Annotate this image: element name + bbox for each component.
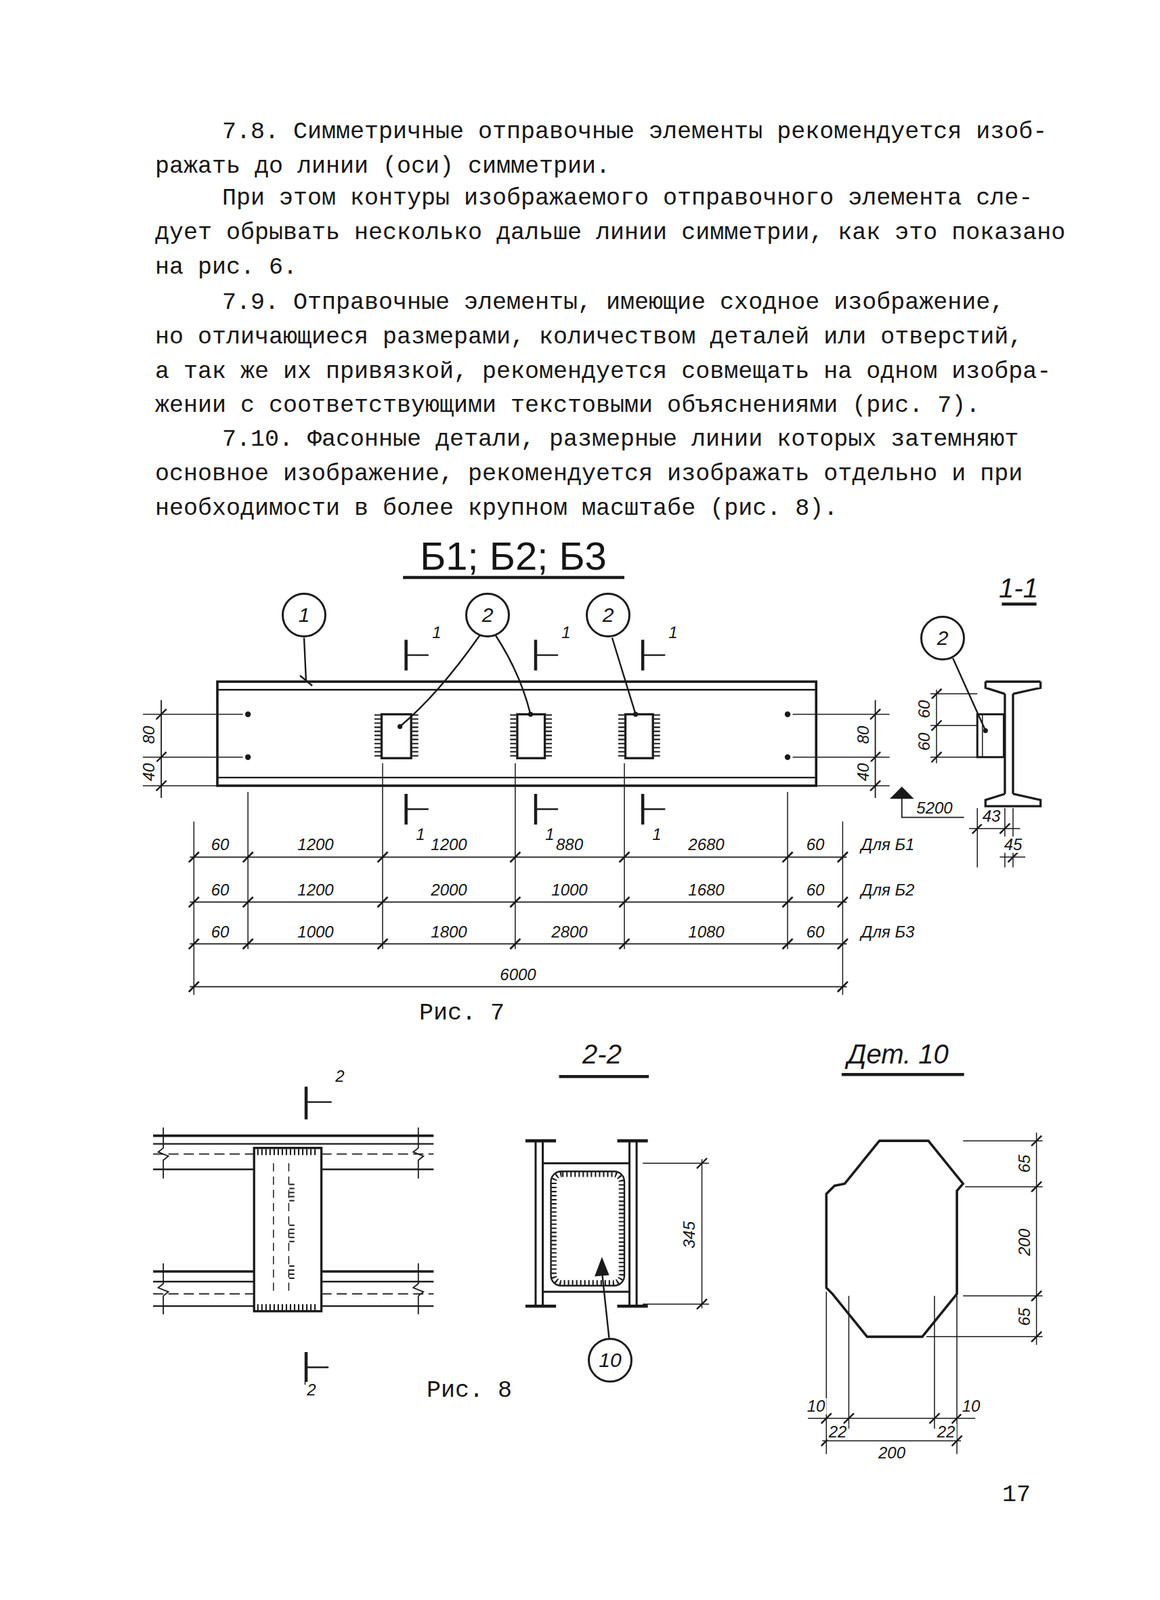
dimension-label: 1080 [686, 923, 726, 940]
paragraph: При этом контуры изображаемого отправочн… [155, 181, 1080, 285]
dimension-label: 2000 [429, 881, 468, 898]
paragraph: 7.10. Фасонные детали, размерные линии к… [155, 422, 1037, 526]
dimension-label: 200 [876, 1444, 907, 1461]
text-line: При этом контуры изображаемого отправочн… [155, 181, 1080, 217]
callout-number: 2 [465, 592, 510, 638]
dimension-label: 40 [855, 761, 872, 783]
callout-text: 2 [602, 604, 615, 626]
text-line: жении с соответствующими текстовыми объя… [155, 388, 1066, 424]
dimension-label: 60 [805, 923, 827, 940]
dimension-label: 1 [667, 624, 679, 641]
dimension-label: 65 [1016, 1306, 1033, 1328]
dimension-label: 1 [560, 624, 572, 641]
dimension-label: 200 [1016, 1227, 1033, 1257]
dimension-label: Для Б2 [860, 881, 917, 898]
dimension-label: 6000 [498, 966, 537, 983]
text-line: 7.8. Симметричные отправочные элементы р… [155, 115, 1062, 150]
dimension-label: 2680 [686, 836, 726, 853]
view-title: 1-1 [998, 574, 1039, 602]
dimension-label: 2 [333, 1067, 346, 1085]
paragraph: 7.8. Симметричные отправочные элементы р… [155, 115, 1062, 185]
dimension-label: 80 [855, 724, 872, 746]
dimension-label: 80 [140, 724, 158, 746]
dimension-label: 1000 [549, 881, 589, 898]
dimension-label: 60 [805, 881, 827, 898]
dimension-label: 60 [209, 836, 231, 853]
text-line: но отличающиеся размерами, количеством д… [155, 320, 1066, 355]
dimension-label: 40 [140, 761, 158, 783]
dimension-label: 43 [981, 807, 1003, 825]
dimension-label: 5200 [914, 799, 954, 816]
text-line: 7.10. Фасонные детали, размерные линии к… [155, 422, 1037, 458]
caption: Рис. 8 [426, 1378, 512, 1403]
callout-text: 2 [482, 604, 494, 626]
caption: 17 [1002, 1483, 1031, 1507]
dimension-label: 1200 [429, 836, 468, 853]
dimension-label: Для Б3 [860, 923, 917, 940]
text-line: ражать до линии (оси) симметрии. [155, 149, 1062, 185]
dimension-label: 1 [430, 624, 443, 641]
view-title: Дет. 10 [847, 1040, 949, 1068]
dimension-label: 60 [916, 698, 933, 720]
callout-text: 2 [937, 627, 949, 649]
dimension-label: 10 [805, 1397, 827, 1414]
dimension-label: 22 [935, 1423, 957, 1440]
callout-text: 10 [598, 1349, 621, 1370]
callout-number: 1 [281, 592, 327, 638]
dimension-label: 60 [209, 881, 231, 898]
dimension-label: 65 [1016, 1153, 1033, 1175]
dimension-label: 1 [650, 826, 663, 843]
dimension-label: 2800 [549, 923, 589, 940]
callout-number: 2 [920, 615, 965, 661]
dimension-label: 1800 [429, 923, 468, 940]
text-line: необходимости в более крупном масштабе (… [155, 491, 1037, 527]
text-line: дует обрывать несколько дальше линии сим… [155, 216, 1080, 251]
caption: Рис. 7 [419, 1001, 505, 1026]
dimension-label: 60 [209, 923, 231, 940]
callout-number: 10 [587, 1337, 633, 1383]
dimension-label: Для Б1 [860, 836, 917, 853]
dimension-label: 1200 [295, 881, 335, 898]
text-line: на рис. 6. [155, 250, 1080, 286]
dimension-label: 1000 [295, 923, 335, 940]
callout-number: 2 [585, 592, 631, 638]
dimension-label: 10 [960, 1397, 982, 1414]
dimension-label: 60 [805, 836, 827, 853]
dimension-label: 22 [827, 1423, 849, 1440]
callout-text: 1 [298, 604, 311, 626]
text-line: основное изображение, рекомендуется изоб… [155, 457, 1037, 492]
text-line: 7.9. Отправочные элементы, имеющие сходн… [155, 285, 1066, 321]
dimension-label: 1680 [686, 881, 726, 898]
dimension-label: 1 [414, 826, 426, 843]
view-title: 2-2 [582, 1040, 622, 1068]
dimension-label: 880 [554, 836, 585, 853]
dimension-label: 60 [916, 731, 933, 753]
dimension-label: 2 [305, 1381, 317, 1398]
text-line: а так же их привязкой, рекомендуется сов… [155, 354, 1066, 390]
dimension-label: 45 [1002, 836, 1024, 853]
drawing-title: Б1; Б2; Б3 [419, 536, 607, 576]
paragraph: 7.9. Отправочные элементы, имеющие сходн… [155, 285, 1066, 424]
dimension-label: 1200 [295, 836, 335, 853]
dimension-label: 345 [681, 1219, 698, 1250]
